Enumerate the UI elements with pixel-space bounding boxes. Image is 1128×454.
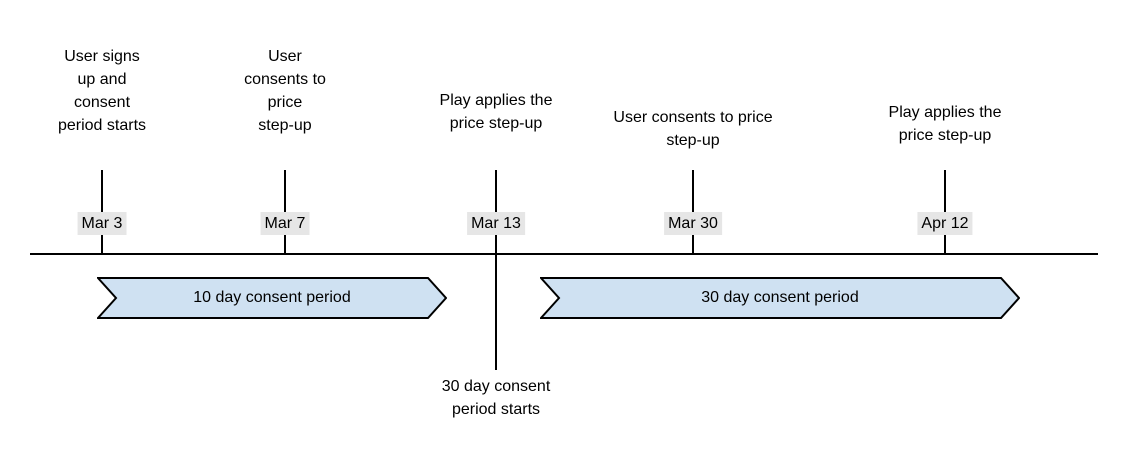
event-caption: User signs up and consent period starts	[57, 48, 147, 134]
event-caption: Play applies the price step-up	[888, 104, 1002, 144]
date-label: Mar 30	[664, 212, 722, 235]
event-caption: User consents to price step-up	[244, 48, 326, 134]
tick-mark	[284, 170, 286, 253]
tick-mark	[101, 170, 103, 253]
tick-mark	[495, 170, 497, 370]
chevron-arrow-shape	[540, 277, 1020, 319]
consent-period-bar: 30 day consent period	[540, 277, 1020, 319]
date-label: Apr 12	[917, 212, 973, 235]
event-caption: User consents to price step-up	[613, 109, 773, 149]
tick-mark	[944, 170, 946, 253]
timeline-axis	[30, 253, 1098, 255]
date-label: Mar 7	[260, 212, 310, 235]
date-label: Mar 13	[467, 212, 525, 235]
tick-mark	[692, 170, 694, 253]
period-start-annotation: 30 day consent period starts	[441, 378, 551, 418]
chevron-arrow-shape	[97, 277, 447, 319]
consent-period-bar: 10 day consent period	[97, 277, 447, 319]
event-caption: Play applies the price step-up	[439, 92, 553, 132]
date-label: Mar 3	[77, 212, 127, 235]
